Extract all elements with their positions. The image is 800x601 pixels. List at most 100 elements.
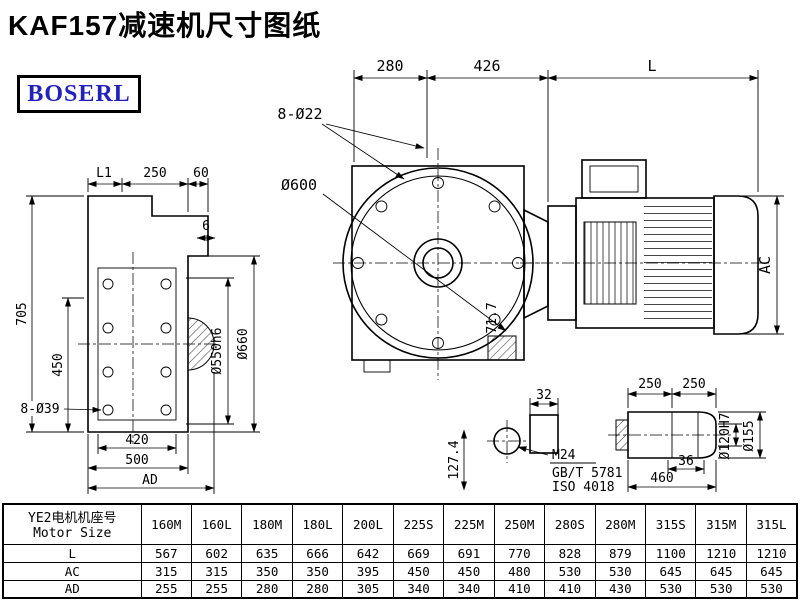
dim-280: 280 — [376, 57, 403, 75]
output-shaft-stub — [187, 317, 215, 371]
table-row-AC: AC 315 315 350 350 395 450 450 480 530 5… — [2, 561, 798, 581]
cell: 255 — [140, 579, 192, 599]
column-header: 200L — [342, 503, 394, 545]
column-header: 315S — [645, 503, 697, 545]
dim-d120h7: Ø120H7 — [718, 413, 733, 460]
column-header: 180M — [241, 503, 293, 545]
boserl-logo: BOSERL — [17, 75, 141, 113]
column-header: 160M — [140, 503, 192, 545]
dim-36: 36 — [678, 454, 694, 469]
cell: 430 — [594, 579, 647, 599]
cell: 530 — [745, 579, 798, 599]
dim-32: 32 — [536, 388, 552, 403]
cell: 879 — [594, 543, 647, 563]
bolt-spec-m24: M24 — [552, 448, 576, 463]
dims-top: 280 426 L — [353, 57, 759, 202]
cell: 480 — [493, 561, 546, 581]
dim-127-4: 127.4 — [447, 440, 462, 479]
dim-71-7: 71.7 — [485, 302, 500, 333]
cell: 530 — [695, 579, 747, 599]
dim-AD: AD — [142, 473, 158, 488]
cell: 645 — [745, 561, 798, 581]
row-label: AD — [2, 579, 142, 599]
column-header: 225S — [392, 503, 445, 545]
dim-d155: Ø155 — [742, 420, 757, 451]
dim-d660: Ø660 — [236, 328, 251, 359]
column-header: 280M — [594, 503, 647, 545]
cell: 350 — [241, 561, 293, 581]
cell: 395 — [342, 561, 394, 581]
cell: 530 — [594, 561, 647, 581]
dim-250: 250 — [143, 166, 166, 181]
cell: 691 — [443, 543, 495, 563]
column-header: 315M — [695, 503, 747, 545]
dim-705: 705 — [15, 302, 30, 325]
column-header: 250M — [493, 503, 546, 545]
cell: 450 — [392, 561, 445, 581]
header-label-en: Motor Size — [33, 526, 112, 542]
column-header: 180L — [291, 503, 344, 545]
row-label: AC — [2, 561, 142, 581]
cell: 642 — [342, 543, 394, 563]
cell: 666 — [291, 543, 344, 563]
dim-d600: Ø600 — [281, 176, 317, 194]
cell: 410 — [544, 579, 596, 599]
table-row-AD: AD 255 255 280 280 305 340 340 410 410 4… — [2, 579, 798, 599]
bolt-spec-iso: ISO 4018 — [552, 480, 615, 495]
bolt-holes-8xd39 — [102, 278, 172, 416]
cell: 340 — [392, 579, 445, 599]
cell: 1210 — [745, 543, 798, 563]
front-view: 71.7 — [333, 148, 543, 380]
cell: 280 — [241, 579, 293, 599]
motor-view — [520, 159, 772, 335]
cell: 450 — [443, 561, 495, 581]
dim-ac: AC — [716, 195, 784, 335]
dim-AC: AC — [756, 256, 774, 274]
header-label-cn: YE2电机机座号 — [28, 511, 117, 527]
cell: 567 — [140, 543, 192, 563]
dim-426: 426 — [473, 57, 500, 75]
cell: 530 — [544, 561, 596, 581]
column-header: 315L — [745, 503, 798, 545]
table-header-row: YE2电机机座号 Motor Size 160M 160L 180M 180L … — [2, 503, 798, 545]
cell: 280 — [291, 579, 344, 599]
cell: 1210 — [695, 543, 747, 563]
motor-size-table: YE2电机机座号 Motor Size 160M 160L 180M 180L … — [2, 503, 798, 599]
dim-250b: 250 — [682, 377, 705, 392]
cell: 340 — [443, 579, 495, 599]
row-label: L — [2, 543, 142, 563]
cell: 828 — [544, 543, 596, 563]
dim-450: 450 — [51, 353, 66, 376]
cell: 305 — [342, 579, 394, 599]
cell: 410 — [493, 579, 546, 599]
dim-L1: L1 — [96, 166, 112, 181]
dim-60: 60 — [193, 166, 209, 181]
dim-500: 500 — [125, 453, 148, 468]
detail-shaft: 250 250 36 460 Ø120H7 Ø155 — [608, 377, 766, 492]
boserl-logo-text: BOSERL — [27, 80, 131, 107]
cell: 255 — [190, 579, 243, 599]
table-row-L: L 567 602 635 666 642 669 691 770 828 87… — [2, 543, 798, 563]
cell: 635 — [241, 543, 293, 563]
side-dims: L1 250 60 6 705 450 8-Ø39 420 500 — [13, 166, 260, 494]
cell: 530 — [645, 579, 697, 599]
terminal-box — [581, 159, 647, 199]
dim-420: 420 — [125, 433, 148, 448]
dim-6: 6 — [202, 219, 210, 234]
cell: 645 — [695, 561, 747, 581]
column-header: 160L — [190, 503, 243, 545]
bolt-spec-gb: GB/T 5781 — [552, 466, 622, 481]
fan-cover — [713, 195, 759, 335]
cell: 315 — [190, 561, 243, 581]
side-view — [78, 195, 216, 444]
dim-L: L — [647, 57, 656, 75]
column-header: 280S — [544, 503, 596, 545]
front-callouts: 8-Ø22 Ø600 — [277, 105, 507, 332]
dim-8xd39: 8-Ø39 — [20, 402, 59, 417]
cell: 350 — [291, 561, 344, 581]
motor-adapter — [523, 208, 549, 320]
cell: 669 — [392, 543, 445, 563]
cell: 770 — [493, 543, 546, 563]
